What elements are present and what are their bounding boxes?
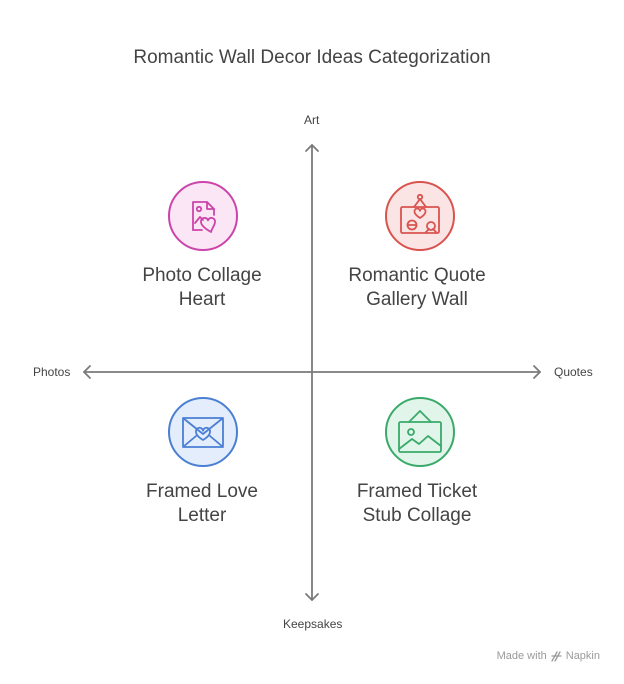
napkin-watermark[interactable]: Made with Napkin [497, 650, 600, 662]
arrow-right [533, 365, 541, 379]
photo-heart-icon [192, 201, 216, 233]
quadrant-label-bottom-right: Framed Ticket Stub Collage [317, 480, 517, 528]
label-line-1: Romantic Quote [348, 265, 486, 286]
quadrant-label-bottom-left: Framed Love Letter [102, 480, 302, 528]
label-line-2: Gallery Wall [366, 289, 468, 310]
arrow-left [83, 365, 91, 379]
napkin-logo-icon [551, 650, 562, 662]
label-line-2: Heart [178, 289, 226, 310]
watermark-brand: Napkin [565, 650, 600, 662]
quadrant-label-top-right: Romantic Quote Gallery Wall [317, 264, 517, 312]
romantic-quote-gallery-badge [385, 181, 455, 251]
hanging-frame-icon [400, 193, 440, 234]
framed-picture-icon [398, 410, 442, 453]
label-line-1: Photo Collage [142, 265, 262, 286]
label-line-1: Framed Love [146, 481, 258, 502]
axis-label-right: Quotes [554, 365, 593, 379]
envelope-heart-icon [182, 417, 224, 448]
photo-collage-heart-badge [168, 181, 238, 251]
label-line-1: Framed Ticket [356, 481, 478, 502]
framed-ticket-stub-badge [385, 397, 455, 467]
label-line-2: Stub Collage [362, 505, 472, 526]
axis-label-top: Art [304, 113, 320, 127]
diagram-title: Romantic Wall Decor Ideas Categorization [133, 47, 491, 68]
quadrant-label-top-left: Photo Collage Heart [102, 264, 302, 312]
watermark-prefix: Made with [496, 650, 547, 662]
axis-label-bottom: Keepsakes [283, 617, 343, 631]
arrow-up [305, 144, 319, 152]
label-line-2: Letter [177, 505, 227, 526]
axis-label-left: Photos [33, 365, 71, 379]
arrow-down [305, 593, 319, 601]
framed-love-letter-badge [168, 397, 238, 467]
